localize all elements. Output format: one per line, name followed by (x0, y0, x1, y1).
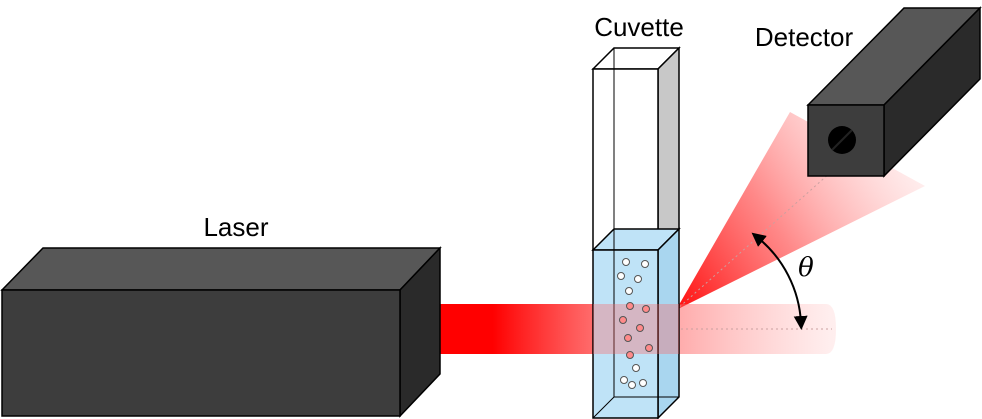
particle-red (645, 344, 653, 352)
beam-in-cuvette (593, 304, 679, 354)
particle-white (620, 376, 628, 384)
laser-box (0, 246, 442, 418)
particles (617, 258, 653, 389)
particle-white (639, 379, 647, 387)
particle-red (636, 324, 644, 332)
particle-red (619, 316, 627, 324)
particle-red (624, 334, 632, 342)
angle-label: θ (798, 253, 814, 283)
particle-red (642, 305, 650, 313)
laser-label: Laser (203, 212, 268, 242)
cuvette-label: Cuvette (594, 12, 684, 42)
laser-front-face (1, 289, 401, 417)
cuvette-upper-front (592, 68, 659, 251)
particle-white (622, 258, 630, 266)
scattering-angle-arrow (751, 232, 808, 330)
detector-box (806, 6, 982, 178)
liquid-front-face (592, 249, 659, 419)
particle-white (625, 287, 633, 295)
particle-red (626, 351, 634, 359)
particle-white (617, 272, 625, 280)
particle-red (626, 302, 634, 310)
scatter-axis-line (675, 147, 859, 311)
detector-label: Detector (755, 22, 854, 52)
particle-white (628, 381, 636, 389)
laser-top-face (0, 247, 442, 291)
cuvette-upper-side (657, 46, 680, 252)
particle-white (641, 260, 649, 268)
particle-white (634, 275, 642, 283)
particle-white (632, 364, 640, 372)
cuvette (591, 46, 681, 419)
